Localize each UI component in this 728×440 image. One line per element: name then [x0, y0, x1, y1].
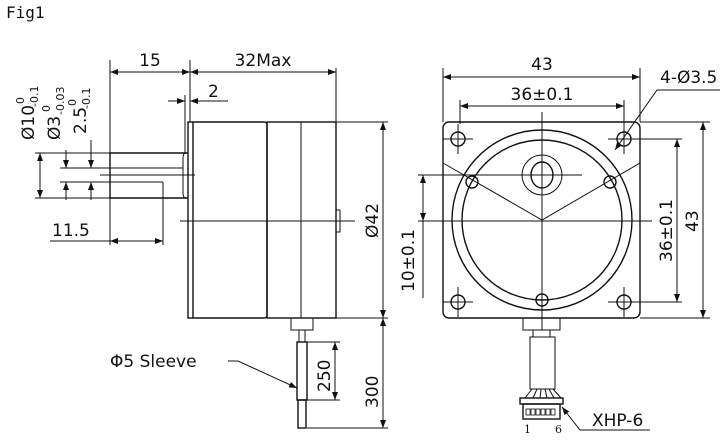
figure-label: Fig1 — [6, 3, 45, 22]
tol-upper: 0 — [14, 97, 27, 104]
sleeve — [296, 341, 308, 401]
pin-last-label: 6 — [555, 423, 562, 436]
pin-first-label: 1 — [524, 423, 531, 436]
flange — [187, 121, 194, 319]
dim-shaft-dia: Ø10 — [19, 105, 39, 140]
dim-sleeve-length: 250 — [315, 360, 335, 392]
connector-label: XHP-6 — [592, 411, 643, 431]
tol-lower: -0.1 — [28, 86, 41, 107]
dim-flat: 2.5 — [71, 107, 91, 134]
tol-upper: 0 — [40, 105, 53, 112]
cable-exit — [290, 317, 314, 331]
dim-hole-spacing-v: 36±0.1 — [657, 199, 677, 262]
dim-height: 43 — [683, 210, 703, 232]
dim-holes: 4-Ø3.5 — [660, 68, 717, 88]
tol-lower: -0.03 — [54, 87, 67, 115]
dim-body-dia: Ø42 — [363, 203, 383, 238]
dim-flat-length: 11.5 — [52, 221, 90, 241]
tol-upper: 0 — [66, 99, 79, 106]
front-view: 43 36±0.1 4-Ø3.5 36±0.1 43 1 6 XHP-6 — [418, 55, 720, 436]
dim-shaft-length: 15 — [139, 51, 161, 71]
dim-body-length: 32Max — [235, 51, 292, 71]
sleeve — [529, 336, 556, 390]
dim-hole-spacing-h: 36±0.1 — [511, 85, 574, 105]
dim-flange: 2 — [208, 82, 219, 102]
dim-width: 43 — [531, 55, 553, 75]
dim-inner-dia: Ø3 — [45, 116, 65, 140]
connector-top — [519, 397, 564, 405]
lead-end — [297, 399, 307, 429]
motor-body-front — [193, 121, 268, 319]
sleeve-label: Φ5 Sleeve — [110, 352, 197, 372]
xhp-6-connector — [522, 403, 561, 420]
side-view: 15 32Max 2 Ø10 0 -0.1 Ø3 0 -0.03 2.5 0 -… — [14, 51, 460, 429]
dim-lead-length: 300 — [363, 376, 383, 408]
dim-shaft-offset: 10±0.1 — [399, 229, 419, 292]
tol-lower: -0.1 — [80, 88, 93, 109]
